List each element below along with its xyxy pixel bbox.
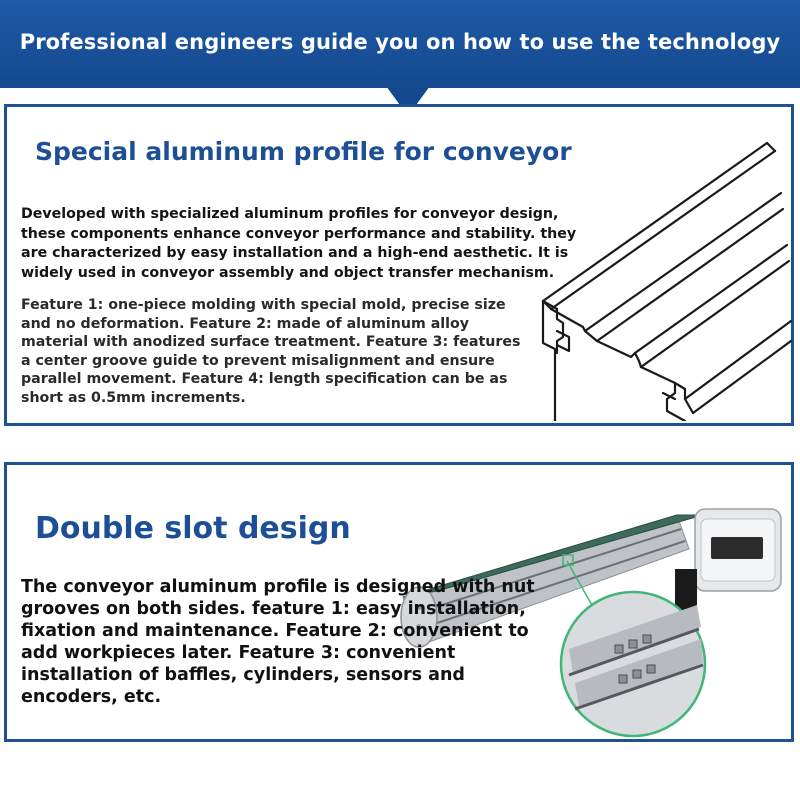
profile-edge-line — [691, 339, 793, 415]
profile-end-face — [541, 299, 565, 355]
header-banner: Professional engineers guide you on how … — [0, 0, 800, 88]
profile-edge-line — [541, 141, 769, 303]
profile-edge-line — [549, 149, 777, 311]
double-slot-section-title: Double slot design — [35, 511, 351, 546]
double-slot-body-text: The conveyor aluminum profile is designe… — [21, 577, 535, 707]
aluminum-profile-drawing — [541, 141, 793, 421]
end-roller — [400, 586, 438, 648]
double-slot-section: Double slot design — [4, 462, 794, 742]
nut-groove-line — [416, 528, 682, 614]
profile-edge-line — [683, 319, 793, 401]
profile-section: Special aluminum profile for conveyor — [4, 104, 794, 426]
profile-groove-line — [583, 191, 783, 333]
profile-section-title: Special aluminum profile for conveyor — [35, 137, 572, 166]
motor-label-plate — [711, 537, 763, 559]
belt-conveyor-photo — [400, 508, 782, 738]
profile-features-text: Feature 1: one-piece molding with specia… — [21, 297, 521, 406]
nut-groove-line — [418, 540, 686, 630]
profile-groove-line — [633, 243, 789, 355]
profile-intro-text: Developed with specialized aluminum prof… — [21, 206, 577, 281]
motor-bracket — [675, 569, 697, 615]
profile-groove-line — [595, 207, 785, 343]
banner-title: Professional engineers guide you on how … — [19, 30, 781, 54]
profile-groove-line — [639, 259, 791, 369]
